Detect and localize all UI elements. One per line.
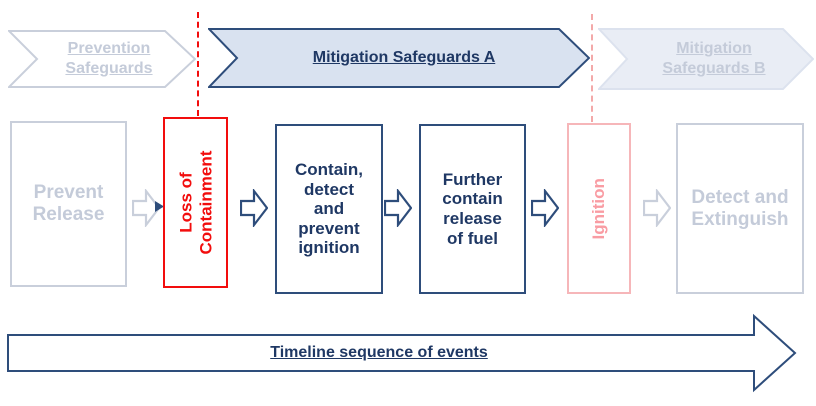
chevron-shape <box>598 28 814 90</box>
box-further-contain-release-of-fuel: Further contain release of fuel <box>419 124 526 294</box>
timeline-label: Timeline sequence of events <box>270 344 488 361</box>
banner-prevention-safeguards: Prevention Safeguards <box>8 30 196 88</box>
box-detect-and-extinguish-label: Detect and Extinguish <box>691 186 789 230</box>
block-arrow-icon-navy-3 <box>531 189 559 227</box>
banner-mitigation-safeguards-a: Mitigation Safeguards A <box>208 28 590 88</box>
dashed-divider-loss-of-containment <box>197 12 199 116</box>
box-ignition: Ignition <box>567 123 631 294</box>
box-detect-and-extinguish: Detect and Extinguish <box>676 123 804 294</box>
box-contain-detect-prevent-ignition-label: Contain, detect and prevent ignition <box>295 160 363 258</box>
block-arrow-icon-navy-2 <box>384 189 412 227</box>
box-contain-detect-prevent-ignition: Contain, detect and prevent ignition <box>275 124 383 294</box>
box-prevent-release-label: Prevent Release <box>32 182 105 225</box>
arrowhead-marker-icon <box>155 201 164 212</box>
banner-mitigation-safeguards-b-label: Mitigation Safeguards B <box>662 40 766 77</box>
chevron-shape <box>208 28 590 88</box>
box-prevent-release: Prevent Release <box>10 121 127 287</box>
box-loss-of-containment-label: Loss of Containment <box>175 150 215 255</box>
timeline-arrow-icon <box>7 313 797 393</box>
block-arrow-icon-navy-1 <box>240 189 268 227</box>
box-loss-of-containment: Loss of Containment <box>163 117 228 288</box>
timeline-label-container: Timeline sequence of events <box>8 335 750 371</box>
dashed-divider-ignition <box>591 14 593 122</box>
chevron-shape <box>8 30 196 88</box>
banner-mitigation-safeguards-b: Mitigation Safeguards B <box>598 28 814 90</box>
banner-mitigation-safeguards-a-label: Mitigation Safeguards A <box>312 49 496 66</box>
banner-prevention-safeguards-label: Prevention Safeguards <box>65 40 153 77</box>
block-arrow-icon-gray-1 <box>132 189 160 227</box>
box-ignition-label: Ignition <box>589 177 609 240</box>
block-arrow-icon-gray-2 <box>643 189 671 227</box>
box-further-contain-release-of-fuel-label: Further contain release of fuel <box>442 169 503 248</box>
